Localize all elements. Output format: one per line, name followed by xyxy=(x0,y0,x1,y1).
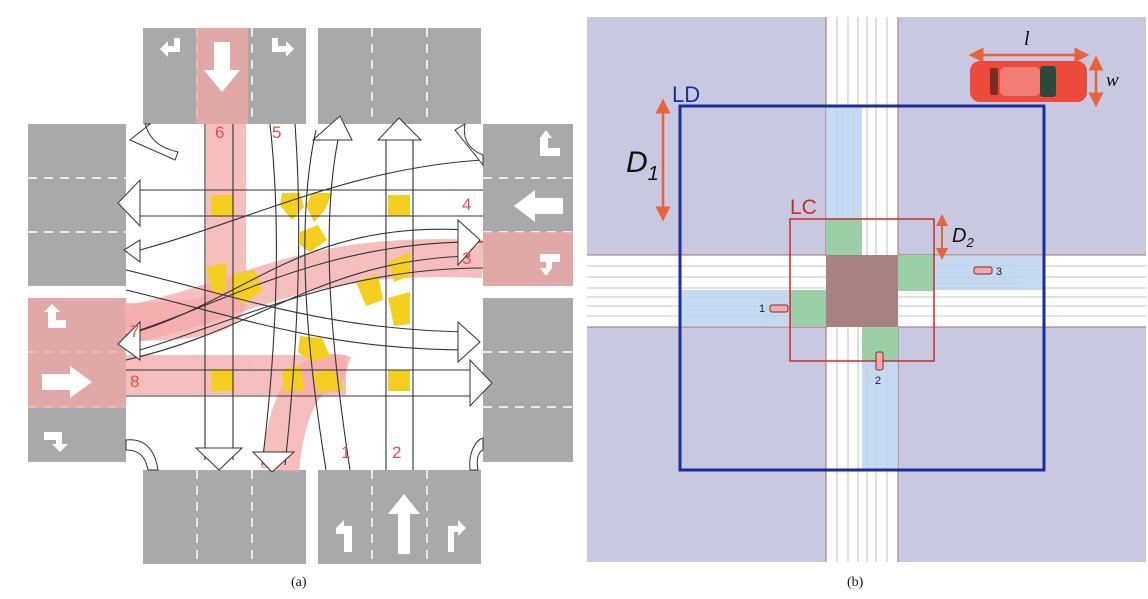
crossing-east xyxy=(898,255,934,291)
conflict-point xyxy=(300,225,327,252)
car-rear-window xyxy=(990,68,998,95)
path-number-3: 3 xyxy=(462,249,471,268)
lane-arrow-west-through xyxy=(42,366,92,398)
crossing-west xyxy=(790,290,826,326)
caption-b: (b) xyxy=(847,575,864,590)
conflict-point xyxy=(298,336,330,362)
vehicle-3-id: 3 xyxy=(996,266,1002,278)
lane-arrow-west-turn xyxy=(44,304,66,328)
conflict-point xyxy=(282,365,305,392)
caption-a: (a) xyxy=(291,575,307,590)
path-number-4: 4 xyxy=(462,195,471,214)
conflict-point xyxy=(388,292,410,326)
path-number-1: 1 xyxy=(341,443,350,462)
median-south xyxy=(306,470,318,564)
median-north xyxy=(306,28,318,124)
path-number-2: 2 xyxy=(392,443,401,462)
vehicles: 1 2 3 xyxy=(759,266,1002,387)
crossing-zones xyxy=(790,219,934,361)
car-illustration: l w xyxy=(968,28,1119,108)
panel-a-intersection: 1 2 3 4 5 6 7 8 xyxy=(28,28,573,564)
lane-arrow-south-left xyxy=(336,520,352,552)
car-windshield xyxy=(1040,66,1056,97)
conflict-point xyxy=(211,195,233,216)
conflict-points xyxy=(206,193,410,392)
dimension-d1-label: D1 xyxy=(626,146,659,185)
lane-arrows xyxy=(42,38,563,554)
path-arrowheads xyxy=(117,115,493,473)
path-number-7: 7 xyxy=(130,322,139,341)
conflict-point xyxy=(306,193,332,222)
lane-arrow-west-right xyxy=(44,432,68,452)
conflict-point xyxy=(388,195,410,216)
lane-arrow-south-through xyxy=(388,494,420,554)
path-number-6: 6 xyxy=(215,123,224,142)
zone-lc xyxy=(789,218,935,362)
vehicle-3 xyxy=(973,266,993,275)
conflict-point xyxy=(312,370,345,392)
lane-arrow-south-right xyxy=(448,520,466,552)
vehicle-1-id: 1 xyxy=(759,303,765,315)
conflict-point xyxy=(206,262,226,296)
lane-arrow-east-through xyxy=(514,190,563,222)
conflict-point xyxy=(356,274,383,306)
car-length-label: l xyxy=(1024,28,1030,50)
car-width-label: w xyxy=(1106,70,1119,91)
crossing-north xyxy=(826,219,862,255)
vehicle-2-id: 2 xyxy=(875,375,881,387)
dimension-d2-label: D2 xyxy=(952,225,974,250)
panel-b-zones: LC LD D1 D2 l w 1 2 xyxy=(587,17,1146,562)
lane-arrow-east-right xyxy=(540,254,560,276)
conflict-center xyxy=(826,255,898,327)
conflict-point xyxy=(211,370,233,391)
median-east xyxy=(483,286,573,298)
zone-ld xyxy=(678,104,1046,472)
lane-arrow-north-right xyxy=(272,38,294,57)
conflict-point xyxy=(388,370,410,391)
lane-arrow-east-turn xyxy=(540,130,560,156)
path-number-labels: 1 2 3 4 5 6 7 8 xyxy=(130,123,471,462)
path-number-5: 5 xyxy=(272,123,281,142)
vehicle-2 xyxy=(875,351,884,371)
path-number-8: 8 xyxy=(130,372,139,391)
car-roof xyxy=(1000,67,1040,96)
lane-arrow-north-left xyxy=(160,38,180,57)
zone-ld-label: LD xyxy=(672,82,700,107)
vehicle-1 xyxy=(769,304,789,313)
movement-paths xyxy=(125,123,484,471)
zone-lc-label: LC xyxy=(790,196,817,219)
corner-right-turns xyxy=(125,122,484,471)
lane-arrow-north-through xyxy=(204,42,240,92)
median-west xyxy=(28,286,126,298)
